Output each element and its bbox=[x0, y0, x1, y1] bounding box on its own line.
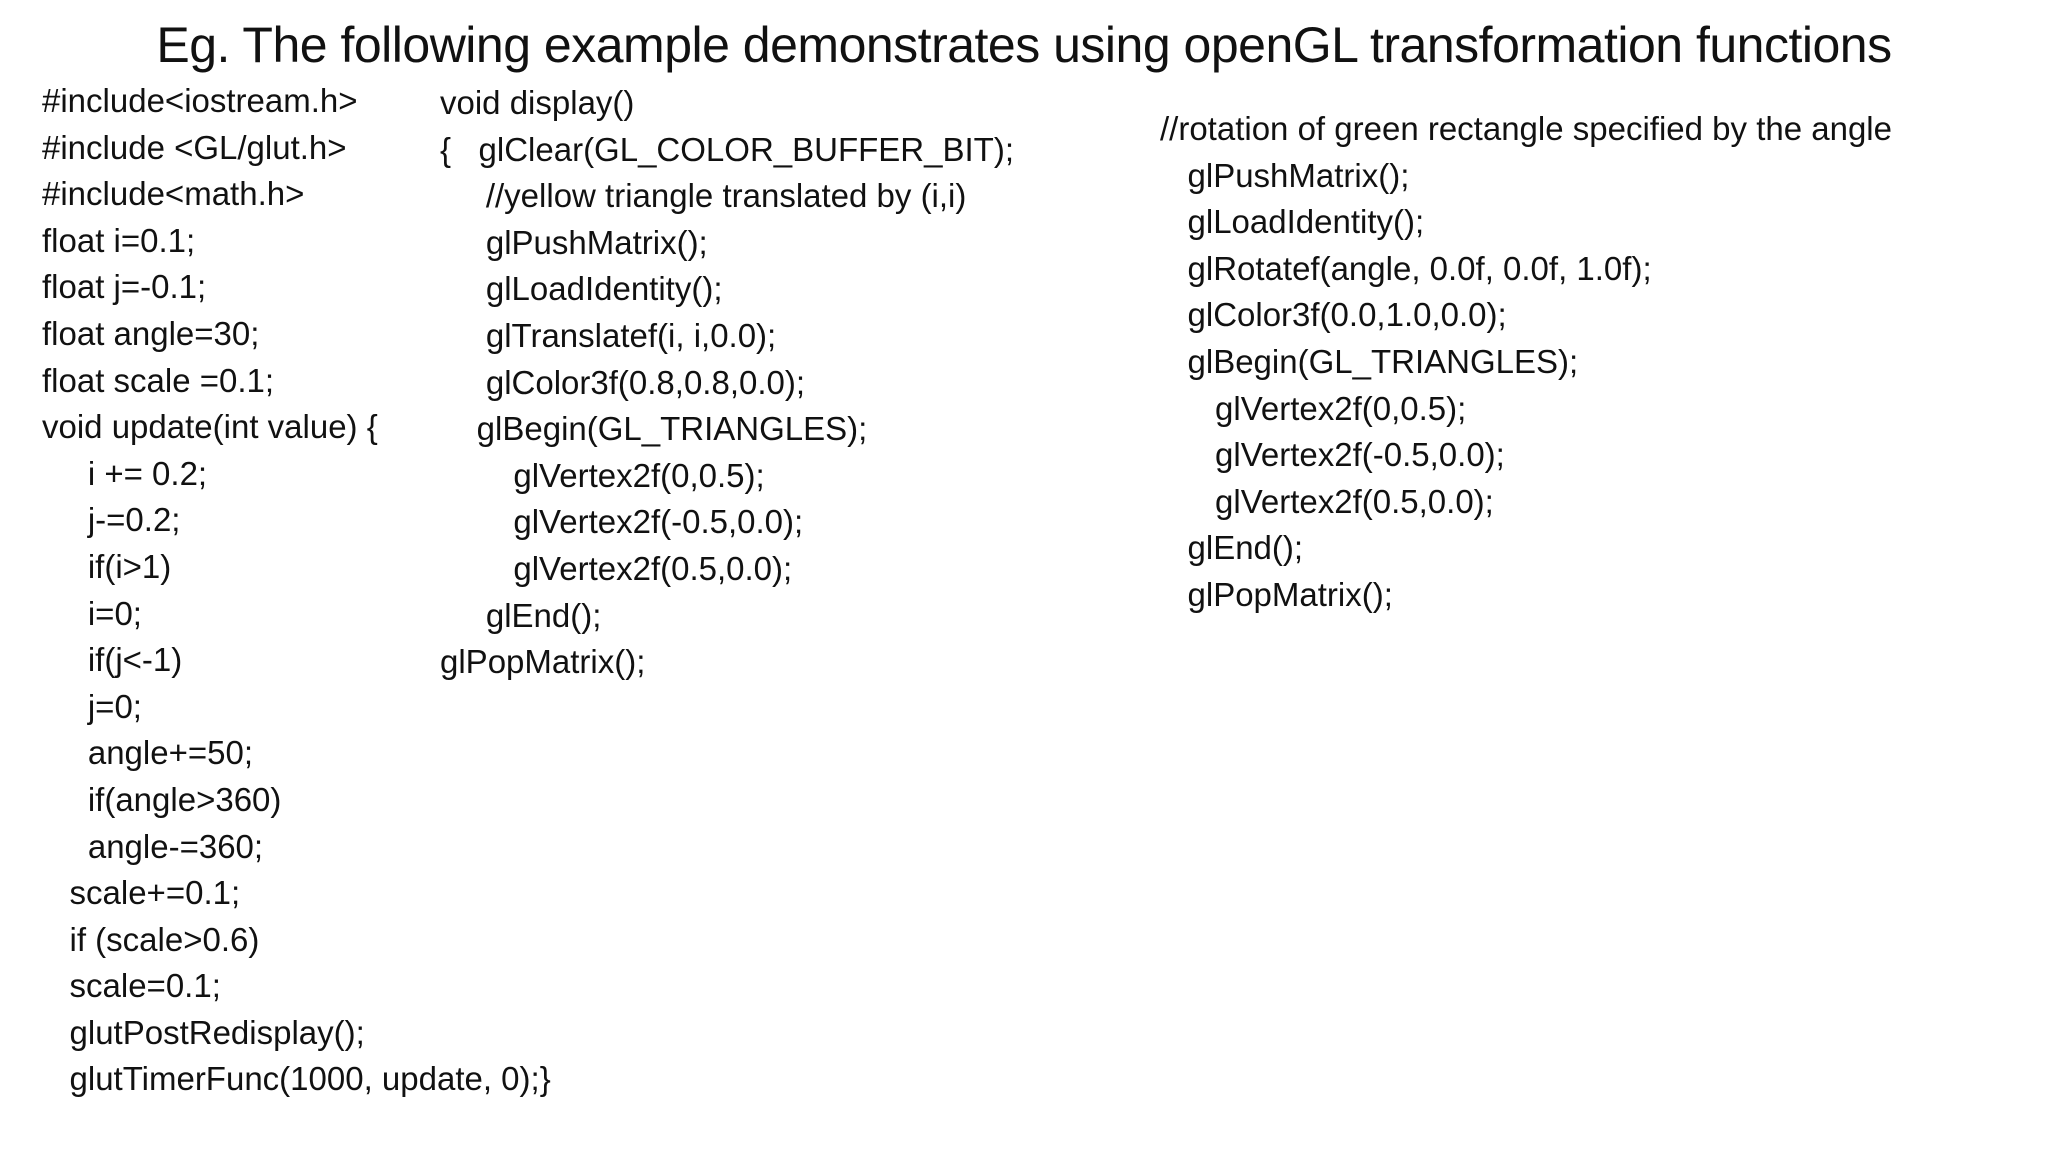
code-line: if(angle>360) bbox=[42, 780, 282, 818]
code-line: glTranslatef(i, i,0.0); bbox=[440, 316, 777, 354]
code-line: glPushMatrix(); bbox=[440, 223, 708, 261]
code-line: glutPostRedisplay(); bbox=[42, 1013, 365, 1051]
code-line: //yellow triangle translated by (i,i) bbox=[440, 177, 967, 215]
code-line: scale+=0.1; bbox=[42, 874, 241, 912]
code-line: glPopMatrix(); bbox=[440, 643, 646, 681]
code-line: glVertex2f(0,0.5); bbox=[1160, 389, 1467, 427]
code-line: glColor3f(0.0,1.0,0.0); bbox=[1160, 296, 1507, 334]
code-line: glVertex2f(-0.5,0.0); bbox=[1160, 436, 1505, 474]
code-line: i += 0.2; bbox=[42, 454, 208, 492]
code-line: glutTimerFunc(1000, update, 0);} bbox=[42, 1060, 551, 1098]
code-line: { glClear(GL_COLOR_BUFFER_BIT); bbox=[440, 130, 1014, 168]
code-line: angle-=360; bbox=[42, 827, 264, 865]
code-line: glPopMatrix(); bbox=[1160, 575, 1393, 613]
code-line: #include<math.h> bbox=[42, 175, 305, 213]
code-column-rotation-block: //rotation of green rectangle specified … bbox=[1160, 106, 1892, 619]
code-line: float j=-0.1; bbox=[42, 268, 207, 306]
code-line: #include <GL/glut.h> bbox=[42, 128, 347, 166]
code-line: float i=0.1; bbox=[42, 221, 196, 259]
code-line: #include<iostream.h> bbox=[42, 82, 358, 119]
code-column-globals-and-update: #include<iostream.h> #include <GL/glut.h>… bbox=[42, 78, 551, 1103]
code-line: glRotatef(angle, 0.0f, 0.0f, 1.0f); bbox=[1160, 249, 1652, 287]
code-line: if (scale>0.6) bbox=[42, 920, 260, 958]
code-line: scale=0.1; bbox=[42, 967, 221, 1005]
code-line: glColor3f(0.8,0.8,0.0); bbox=[440, 363, 806, 401]
code-line: glVertex2f(-0.5,0.0); bbox=[440, 503, 804, 541]
code-line: glVertex2f(0,0.5); bbox=[440, 456, 765, 494]
slide-title: Eg. The following example demonstrates u… bbox=[156, 17, 1892, 73]
code-line: //rotation of green rectangle specified … bbox=[1160, 110, 1892, 147]
code-line: float scale =0.1; bbox=[42, 361, 275, 399]
code-line: glPushMatrix(); bbox=[1160, 156, 1410, 194]
code-line: void update(int value) { bbox=[42, 408, 378, 446]
code-line: if(i>1) bbox=[42, 547, 172, 585]
code-line: float angle=30; bbox=[42, 314, 260, 352]
code-line: glVertex2f(0.5,0.0); bbox=[1160, 482, 1494, 520]
code-line: glBegin(GL_TRIANGLES); bbox=[1160, 342, 1579, 380]
code-column-display-function: void display() { glClear(GL_COLOR_BUFFER_… bbox=[440, 80, 1014, 686]
code-line: glBegin(GL_TRIANGLES); bbox=[440, 410, 868, 448]
code-line: glEnd(); bbox=[1160, 529, 1304, 567]
code-line: j=0; bbox=[42, 687, 142, 725]
code-line: glLoadIdentity(); bbox=[1160, 203, 1425, 241]
code-line: glEnd(); bbox=[440, 596, 602, 634]
code-line: void display() bbox=[440, 84, 635, 121]
code-line: i=0; bbox=[42, 594, 142, 632]
code-line: angle+=50; bbox=[42, 734, 254, 772]
code-line: if(j<-1) bbox=[42, 641, 183, 679]
code-line: j-=0.2; bbox=[42, 501, 181, 539]
code-line: glLoadIdentity(); bbox=[440, 270, 723, 308]
code-line: glVertex2f(0.5,0.0); bbox=[440, 549, 793, 587]
